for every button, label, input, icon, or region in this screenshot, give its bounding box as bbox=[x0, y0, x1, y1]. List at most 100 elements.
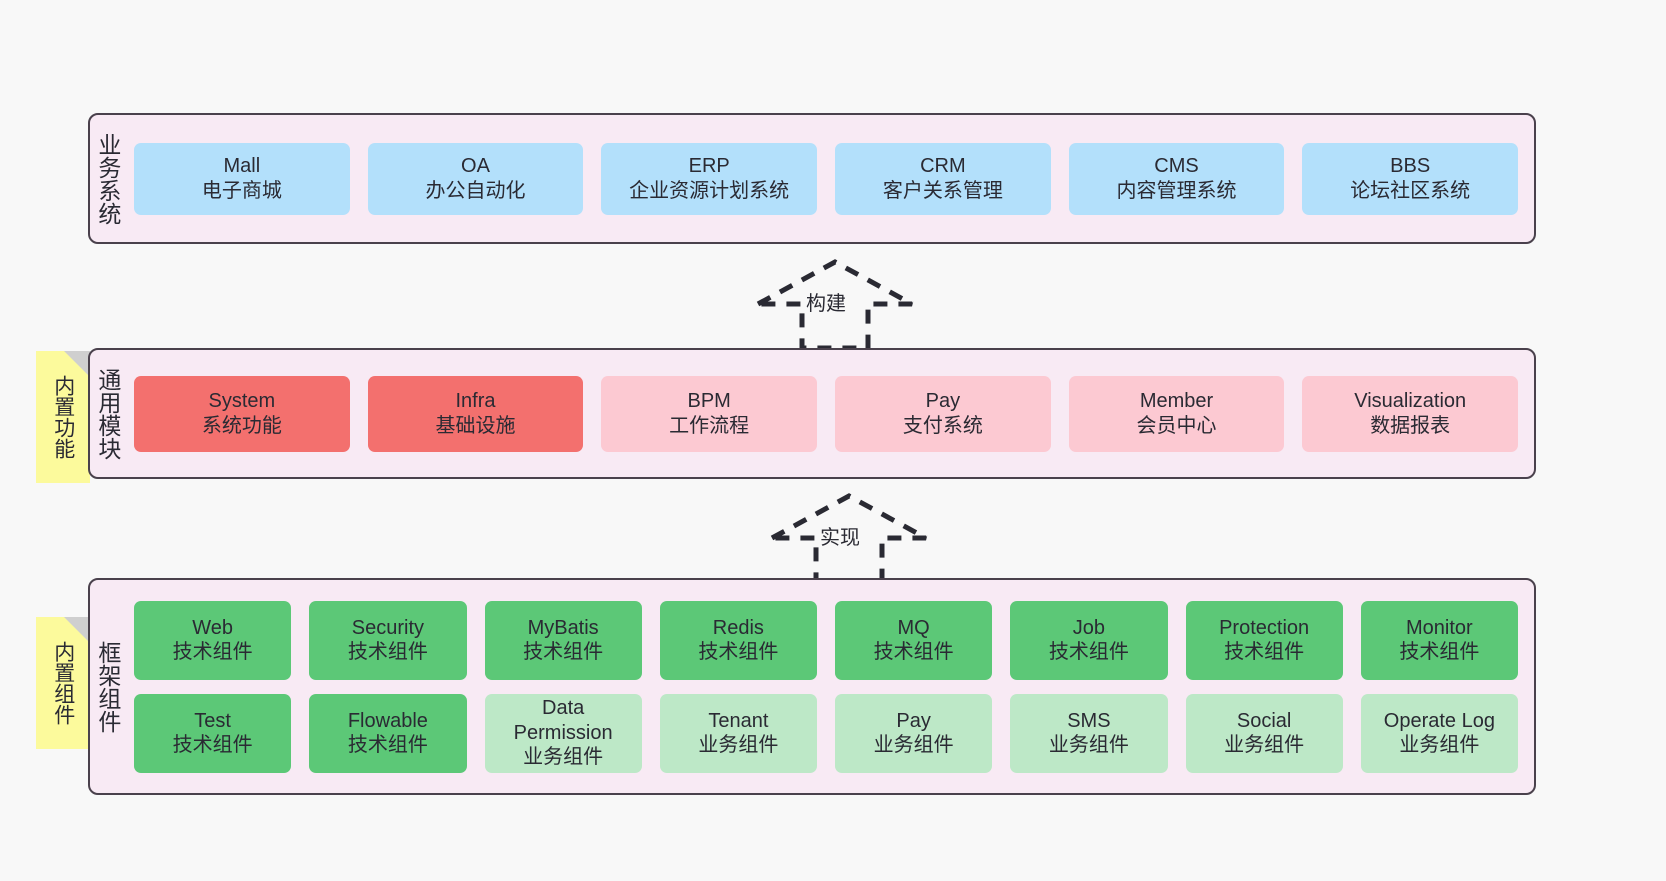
cell-title: SMS bbox=[1067, 709, 1111, 732]
cell-subtitle: 业务组件 bbox=[1224, 734, 1305, 756]
build-arrow: 构建 bbox=[748, 256, 923, 352]
cell-subtitle: 企业资源计划系统 bbox=[629, 179, 790, 202]
cell-title: Monitor bbox=[1406, 616, 1473, 639]
cell-title: ERP bbox=[688, 155, 730, 178]
cell-subtitle: 工作流程 bbox=[669, 414, 750, 437]
cell-title: Web bbox=[192, 616, 233, 639]
cell-subtitle: 会员中心 bbox=[1136, 414, 1217, 437]
note-fold-corner-icon bbox=[64, 617, 90, 643]
cell-title: Flowable bbox=[347, 709, 428, 732]
cell-subtitle: 技术组件 bbox=[172, 641, 253, 663]
cell-subtitle: 客户关系管理 bbox=[882, 179, 1003, 202]
cell-subtitle: 内容管理系统 bbox=[1116, 179, 1237, 202]
cell-title: Security bbox=[351, 616, 424, 639]
implement-arrow-label: 实现 bbox=[820, 527, 860, 549]
cell-title: MQ bbox=[897, 616, 930, 639]
note-fold-corner-icon bbox=[64, 351, 90, 377]
cell-title: Member bbox=[1139, 390, 1214, 413]
layer-modules-title: 通用模块 bbox=[94, 367, 121, 460]
implement-arrow-icon bbox=[770, 493, 928, 585]
cell-subtitle: 技术组件 bbox=[1048, 641, 1129, 663]
build-arrow-label: 构建 bbox=[806, 293, 846, 315]
cell-subtitle: 电子商城 bbox=[201, 179, 282, 202]
cell-title: Visualization bbox=[1354, 390, 1467, 413]
cell-subtitle: 业务组件 bbox=[873, 734, 954, 756]
cell-subtitle: 办公自动化 bbox=[425, 179, 526, 202]
cell-title: Test bbox=[194, 709, 231, 732]
cell-title: Social bbox=[1236, 709, 1292, 732]
layer-framework-title: 框架组件 bbox=[94, 640, 121, 733]
cell-subtitle: 基础设施 bbox=[435, 414, 516, 437]
cell-subtitle: 业务组件 bbox=[523, 746, 604, 769]
cell-subtitle: 技术组件 bbox=[172, 734, 253, 756]
cell-title: System bbox=[208, 390, 276, 413]
cell-title: OA bbox=[461, 155, 490, 178]
cell-subtitle: 论坛社区系统 bbox=[1350, 179, 1471, 202]
cell-title: BPM bbox=[687, 390, 731, 413]
cell-subtitle: 系统功能 bbox=[201, 414, 282, 437]
note-builtin-functions: 内置功能 bbox=[36, 351, 90, 483]
cell-title: MyBatis bbox=[527, 616, 599, 639]
cell-subtitle: 业务组件 bbox=[1399, 734, 1480, 756]
cell-title: Pay bbox=[925, 390, 961, 413]
build-arrow-icon bbox=[756, 259, 914, 351]
cell-title: Tenant bbox=[708, 709, 769, 732]
cell-title: Redis bbox=[712, 616, 764, 639]
cell-subtitle: 技术组件 bbox=[347, 734, 428, 756]
cell-subtitle: 技术组件 bbox=[698, 641, 779, 663]
cell-title: Mall bbox=[223, 155, 261, 178]
cell-subtitle: 技术组件 bbox=[873, 641, 954, 663]
implement-arrow: 实现 bbox=[762, 490, 937, 586]
cell-subtitle: 技术组件 bbox=[1224, 641, 1305, 663]
cell-subtitle: 技术组件 bbox=[347, 641, 428, 663]
cell-title: Operate Log bbox=[1383, 709, 1495, 732]
cell-title: Protection bbox=[1219, 616, 1310, 639]
cell-subtitle: 业务组件 bbox=[698, 734, 779, 756]
cell-title: Job bbox=[1072, 616, 1105, 639]
cell-title: CMS bbox=[1154, 155, 1199, 178]
layer-business-title: 业务系统 bbox=[94, 132, 121, 225]
cell-title: Data Permission bbox=[513, 697, 613, 744]
note-builtin-functions-label: 内置功能 bbox=[51, 375, 75, 459]
note-builtin-components-label: 内置组件 bbox=[51, 641, 75, 725]
cell-title: BBS bbox=[1390, 155, 1431, 178]
cell-title: CRM bbox=[920, 155, 966, 178]
cell-subtitle: 技术组件 bbox=[523, 641, 604, 663]
